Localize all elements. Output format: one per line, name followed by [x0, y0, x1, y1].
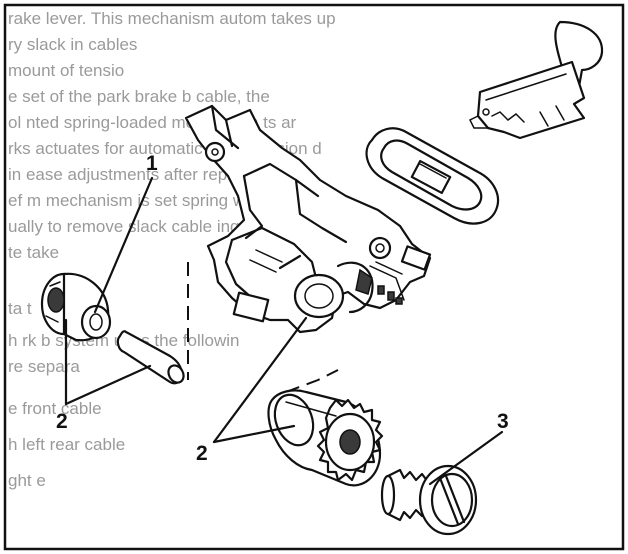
callout-leaders: [64, 176, 504, 486]
diagram-frame: [3, 3, 625, 551]
callout-label-3: 3: [497, 410, 509, 433]
bleed-line: rake lever. This mechanism autom takes u…: [8, 9, 336, 28]
leader-line-3: [428, 430, 504, 486]
leader-line-1: [93, 176, 154, 314]
bleed-line: ry slack in cables: [8, 35, 137, 54]
ratchet-housing-assembly: [184, 104, 432, 334]
bleed-line: mount of tensio: [8, 61, 124, 80]
bleed-line: h left rear cable: [8, 435, 125, 454]
pivot-pin-part: [116, 330, 185, 385]
bleed-line: ta t: [8, 299, 32, 318]
ratchet-gear-part: [267, 389, 384, 487]
cable-grommet-part: [365, 127, 500, 225]
leader-line-2-left-b: [64, 364, 152, 406]
bleed-line: ght e: [8, 471, 46, 490]
retaining-screw-part: [380, 464, 478, 536]
callout-label-2-left: 2: [56, 410, 68, 433]
brake-lever-part: [468, 20, 604, 140]
leader-line-2-right-b: [212, 424, 296, 444]
bleed-line: e front cable: [8, 399, 102, 418]
bleed-line: re separa: [8, 357, 80, 376]
callout-label-1: 1: [146, 152, 158, 175]
leader-line-2-right-a: [212, 316, 308, 444]
spring-spool-part: [40, 272, 112, 342]
callout-label-2-right: 2: [196, 442, 208, 465]
bleed-line: ef m mechanism is set spring will: [8, 191, 256, 210]
bleed-line: e set of the park brake b cable, the: [8, 87, 270, 106]
assembly-centerlines: [187, 262, 339, 393]
bleed-line: te take: [8, 243, 59, 262]
